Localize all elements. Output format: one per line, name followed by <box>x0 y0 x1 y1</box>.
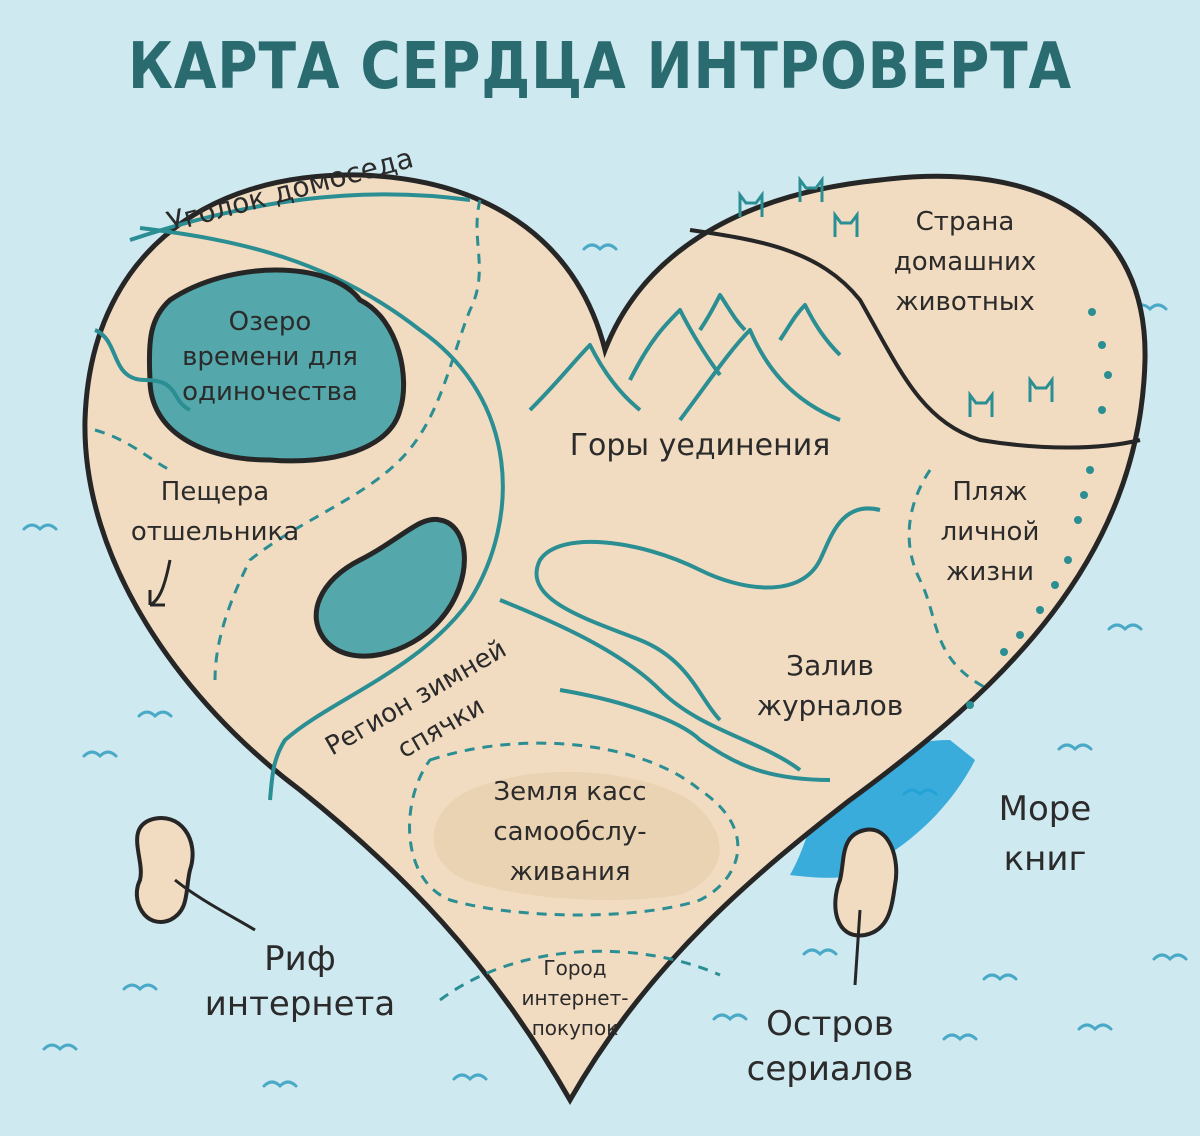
cat-icon <box>833 210 859 237</box>
dashed-borders <box>94 199 991 1002</box>
small-lake <box>313 516 467 659</box>
wave-icon <box>802 948 838 957</box>
svg-text:Пещера: Пещера <box>161 477 269 507</box>
svg-text:Остров: Остров <box>766 1004 894 1044</box>
svg-text:Город: Город <box>543 956 606 980</box>
cat-icon <box>968 390 994 417</box>
svg-text:живания: живания <box>509 857 630 887</box>
coast-dot <box>1104 371 1112 379</box>
map-title: КАРТА СЕРДЦА ИНТРОВЕРТА <box>127 30 1073 104</box>
series-island <box>833 827 899 938</box>
wave-icon <box>42 1043 78 1052</box>
label-self-checkout: Земля касс самообслу- живания <box>493 777 646 887</box>
wave-icon <box>1152 953 1188 962</box>
wave-icon <box>712 1013 748 1022</box>
label-reef: Риф интернета <box>205 939 395 1024</box>
wave-icon <box>137 710 173 719</box>
svg-text:журналов: журналов <box>757 689 904 722</box>
svg-text:Залив: Залив <box>786 649 874 682</box>
mountains-of-solitude <box>528 293 842 422</box>
svg-text:интернет-: интернет- <box>522 986 629 1010</box>
cat-icon <box>738 190 764 217</box>
homebody-corner-border <box>129 192 471 242</box>
label-pointers <box>148 559 862 986</box>
wave-icon <box>452 1073 488 1082</box>
label-pets: Страна домашних животных <box>894 207 1037 317</box>
svg-text:Страна: Страна <box>916 207 1015 237</box>
pets-land-border <box>689 228 1141 450</box>
wave-icon <box>942 1033 978 1042</box>
svg-text:сериалов: сериалов <box>747 1049 914 1089</box>
svg-text:Земля касс: Земля касс <box>493 777 646 807</box>
wave-icon <box>1077 1023 1113 1032</box>
coast-dot <box>966 701 974 709</box>
wave-icon <box>122 983 158 992</box>
label-lake: Озеро времени для одиночества <box>182 307 358 407</box>
coast-dot <box>1000 648 1008 656</box>
svg-text:книг: книг <box>1004 839 1087 879</box>
wave-icon <box>1107 623 1143 632</box>
svg-text:самообслу-: самообслу- <box>493 817 646 847</box>
self-checkout-land <box>433 771 720 900</box>
cat-icon-group <box>738 175 1054 417</box>
label-bay: Залив журналов <box>757 649 904 722</box>
svg-text:одиночества: одиночества <box>182 377 358 407</box>
wave-icon <box>22 523 58 532</box>
coast-dot <box>1036 606 1044 614</box>
coast-dot <box>1016 631 1024 639</box>
label-sea: Море книг <box>999 789 1092 879</box>
river-left <box>139 226 505 801</box>
wave-icon-group <box>22 243 1188 1089</box>
svg-text:времени для: времени для <box>182 342 358 372</box>
reef-of-internet-island <box>134 816 195 924</box>
coast-dot <box>1074 516 1082 524</box>
svg-text:отшельника: отшельника <box>131 517 299 547</box>
coast-dot <box>1098 341 1106 349</box>
svg-text:покупок: покупок <box>532 1016 619 1040</box>
cat-icon <box>798 175 824 202</box>
coast-dot <box>1051 581 1059 589</box>
label-cave: Пещера отшельника <box>131 477 299 547</box>
label-beach: Пляж личной жизни <box>941 477 1040 587</box>
bay-of-journals-rivers <box>499 506 881 782</box>
coast-dot <box>1088 308 1096 316</box>
svg-text:жизни: жизни <box>946 557 1034 587</box>
svg-text:животных: животных <box>895 287 1035 317</box>
label-mountains: Горы уединения <box>570 428 831 463</box>
coast-dot <box>1080 491 1088 499</box>
svg-text:Озеро: Озеро <box>229 307 312 337</box>
svg-text:интернета: интернета <box>205 984 395 1024</box>
svg-text:Пляж: Пляж <box>952 477 1027 507</box>
svg-text:Море: Море <box>999 789 1092 829</box>
wave-icon <box>582 243 618 252</box>
cat-icon <box>1028 375 1054 402</box>
label-shopping-city: Город интернет- покупок <box>522 956 629 1040</box>
svg-text:домашних: домашних <box>894 247 1037 277</box>
label-series-island: Остров сериалов <box>747 1004 914 1089</box>
wave-icon <box>82 750 118 759</box>
coast-dot <box>1098 406 1106 414</box>
svg-text:личной: личной <box>941 517 1040 547</box>
wave-icon <box>982 973 1018 982</box>
coast-dot <box>1086 466 1094 474</box>
river-west <box>94 328 192 412</box>
svg-text:Риф: Риф <box>264 939 336 979</box>
wave-icon <box>1057 743 1093 752</box>
coast-dots <box>966 308 1112 709</box>
wave-icon <box>262 1080 298 1089</box>
coast-dot <box>1064 556 1072 564</box>
